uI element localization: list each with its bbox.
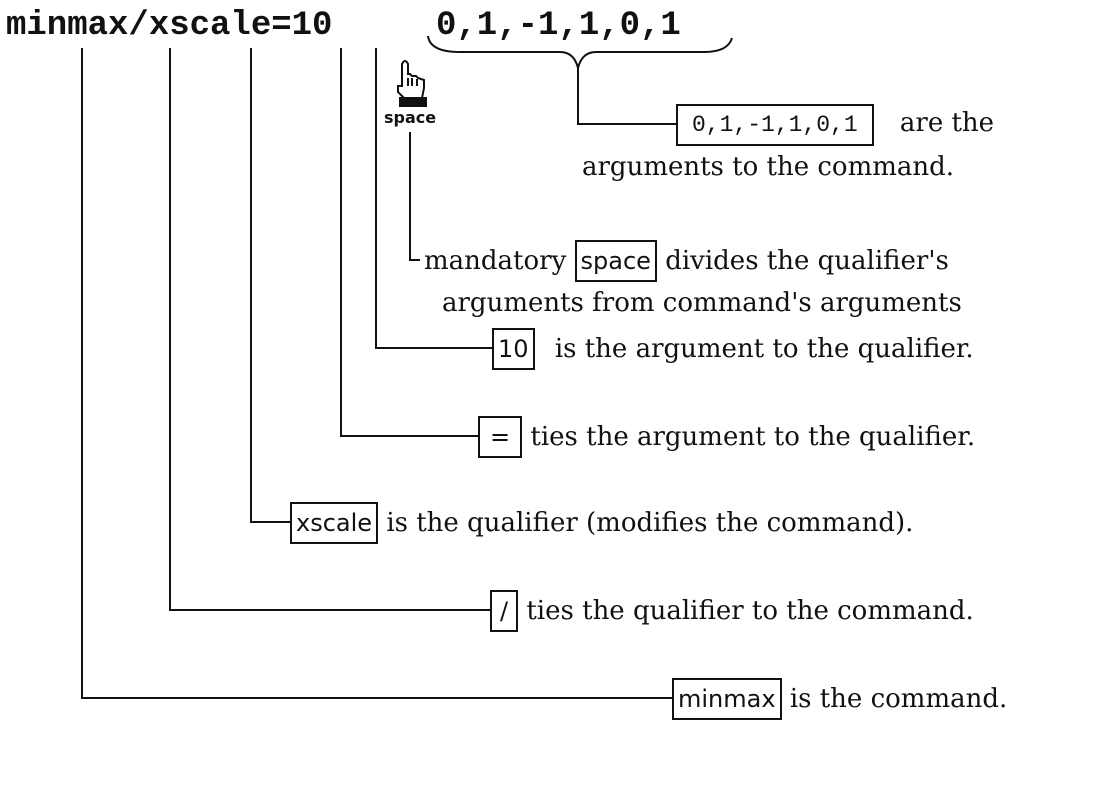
command-box: minmax <box>672 678 782 720</box>
space-annotation: mandatory space divides the qualifier's <box>424 240 949 282</box>
qualifier-text: is the qualifier (modifies the command). <box>386 508 914 538</box>
slash-box: / <box>490 590 519 632</box>
slash-text: ties the qualifier to the command. <box>526 596 974 626</box>
equals-box: = <box>478 416 523 458</box>
space-text-line1: divides the qualifier's <box>665 246 949 276</box>
space-box: space <box>574 240 657 282</box>
space-key-label: space <box>384 108 437 127</box>
qualifier-box: xscale <box>290 502 379 544</box>
qualifier-argument-annotation: 10 is the argument to the qualifier. <box>492 328 974 370</box>
command-annotation: minmax is the command. <box>672 678 1007 720</box>
command-line: minmax/xscale=10 <box>6 7 333 45</box>
space-text-line2: arguments from command's arguments <box>442 288 962 318</box>
slash-annotation: / ties the qualifier to the command. <box>490 590 974 632</box>
arguments-box: 0,1,-1,1,0,1 <box>676 104 874 146</box>
command-arguments: 0,1,-1,1,0,1 <box>436 7 681 45</box>
space-prefix: mandatory <box>424 246 567 276</box>
qualifier-argument-text: is the argument to the qualifier. <box>554 334 974 364</box>
arguments-text-line1: are the <box>899 108 995 138</box>
qualifier-annotation: xscale is the qualifier (modifies the co… <box>290 502 913 544</box>
qualifier-argument-box: 10 <box>492 328 535 370</box>
equals-annotation: = ties the argument to the qualifier. <box>478 416 975 458</box>
arguments-text-line2: arguments to the command. <box>582 152 955 182</box>
pointing-hand-icon <box>397 60 427 107</box>
equals-text: ties the argument to the qualifier. <box>530 422 976 452</box>
arguments-annotation: 0,1,-1,1,0,1 are the <box>676 104 994 146</box>
command-text: is the command. <box>789 684 1008 714</box>
